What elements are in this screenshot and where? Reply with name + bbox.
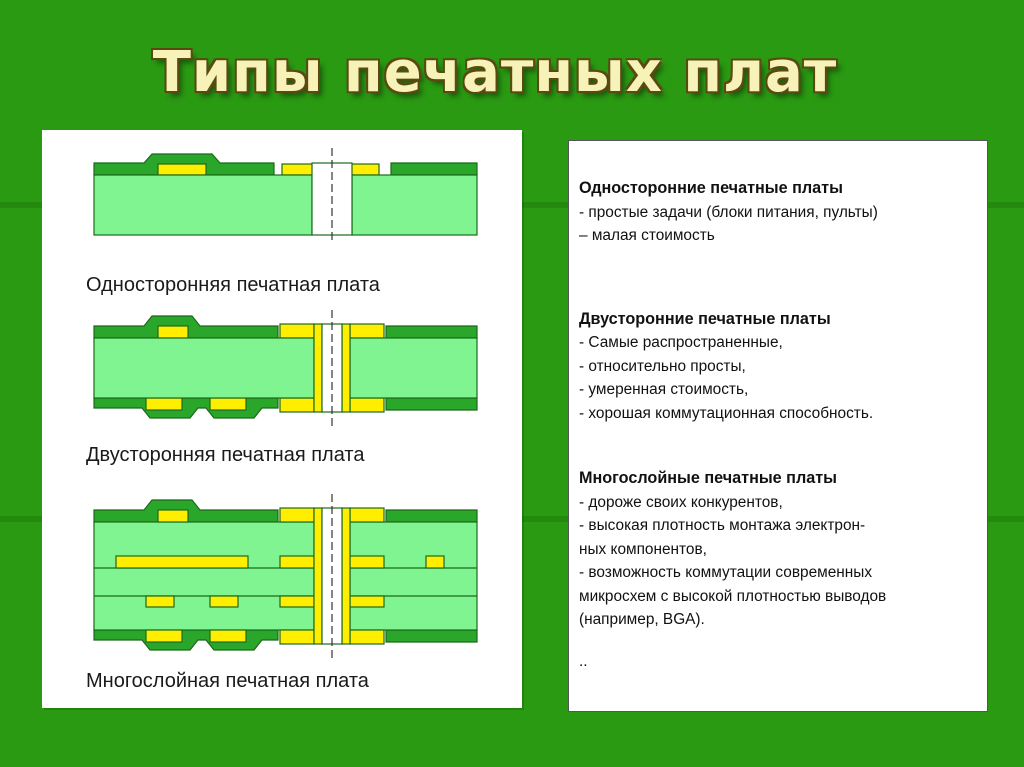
section-line: (например, BGA).: [579, 611, 705, 628]
section-line: ных компонентов,: [579, 540, 707, 558]
section-title: Многослойные печатные платы: [579, 469, 837, 487]
description-panel: Односторонние печатные платы - простые з…: [568, 140, 988, 712]
page-title: Типы печатных плат: [152, 40, 838, 105]
section-title: Односторонние печатные платы: [579, 179, 843, 197]
section-line: микросхем с высокой плотностью выводов: [579, 587, 887, 605]
single-sided-board-diagram: [93, 148, 478, 242]
section-title: Двусторонние печатные платы: [579, 309, 831, 328]
section-line: – малая стоимость: [579, 227, 715, 244]
caption-double-sided: Двусторонняя печатная плата: [86, 444, 365, 466]
double-sided-board-diagram: [93, 310, 478, 426]
section-line: - дороже своих конкурентов,: [579, 493, 783, 511]
multilayer-board-diagram: [93, 494, 478, 658]
section-multilayer: Многослойные печатные платы - дороже сво…: [579, 467, 987, 632]
caption-single-sided: Односторонняя печатная плата: [86, 274, 380, 296]
section-line: - умеренная стоимость,: [579, 381, 749, 398]
section-double-sided: Двусторонние печатные платы - Самые расп…: [579, 308, 987, 426]
section-line: - простые задачи (блоки питания, пульты): [579, 203, 878, 221]
section-line: - хорошая коммутационная способность.: [579, 404, 874, 422]
section-line: - высокая плотность монтажа электрон-: [579, 517, 866, 534]
section-line: - Самые распространенные,: [579, 334, 783, 351]
section-line: - относительно просты,: [579, 357, 746, 375]
pcb-diagrams-panel: Односторонняя печатная плата Двустороння…: [42, 130, 522, 708]
caption-multilayer: Многослойная печатная плата: [86, 670, 369, 692]
trailing-dots: ..: [579, 652, 588, 670]
section-single-sided: Односторонние печатные платы - простые з…: [579, 177, 987, 248]
section-line: - возможность коммутации современных: [579, 564, 873, 581]
pcb-diagrams: [93, 148, 478, 658]
